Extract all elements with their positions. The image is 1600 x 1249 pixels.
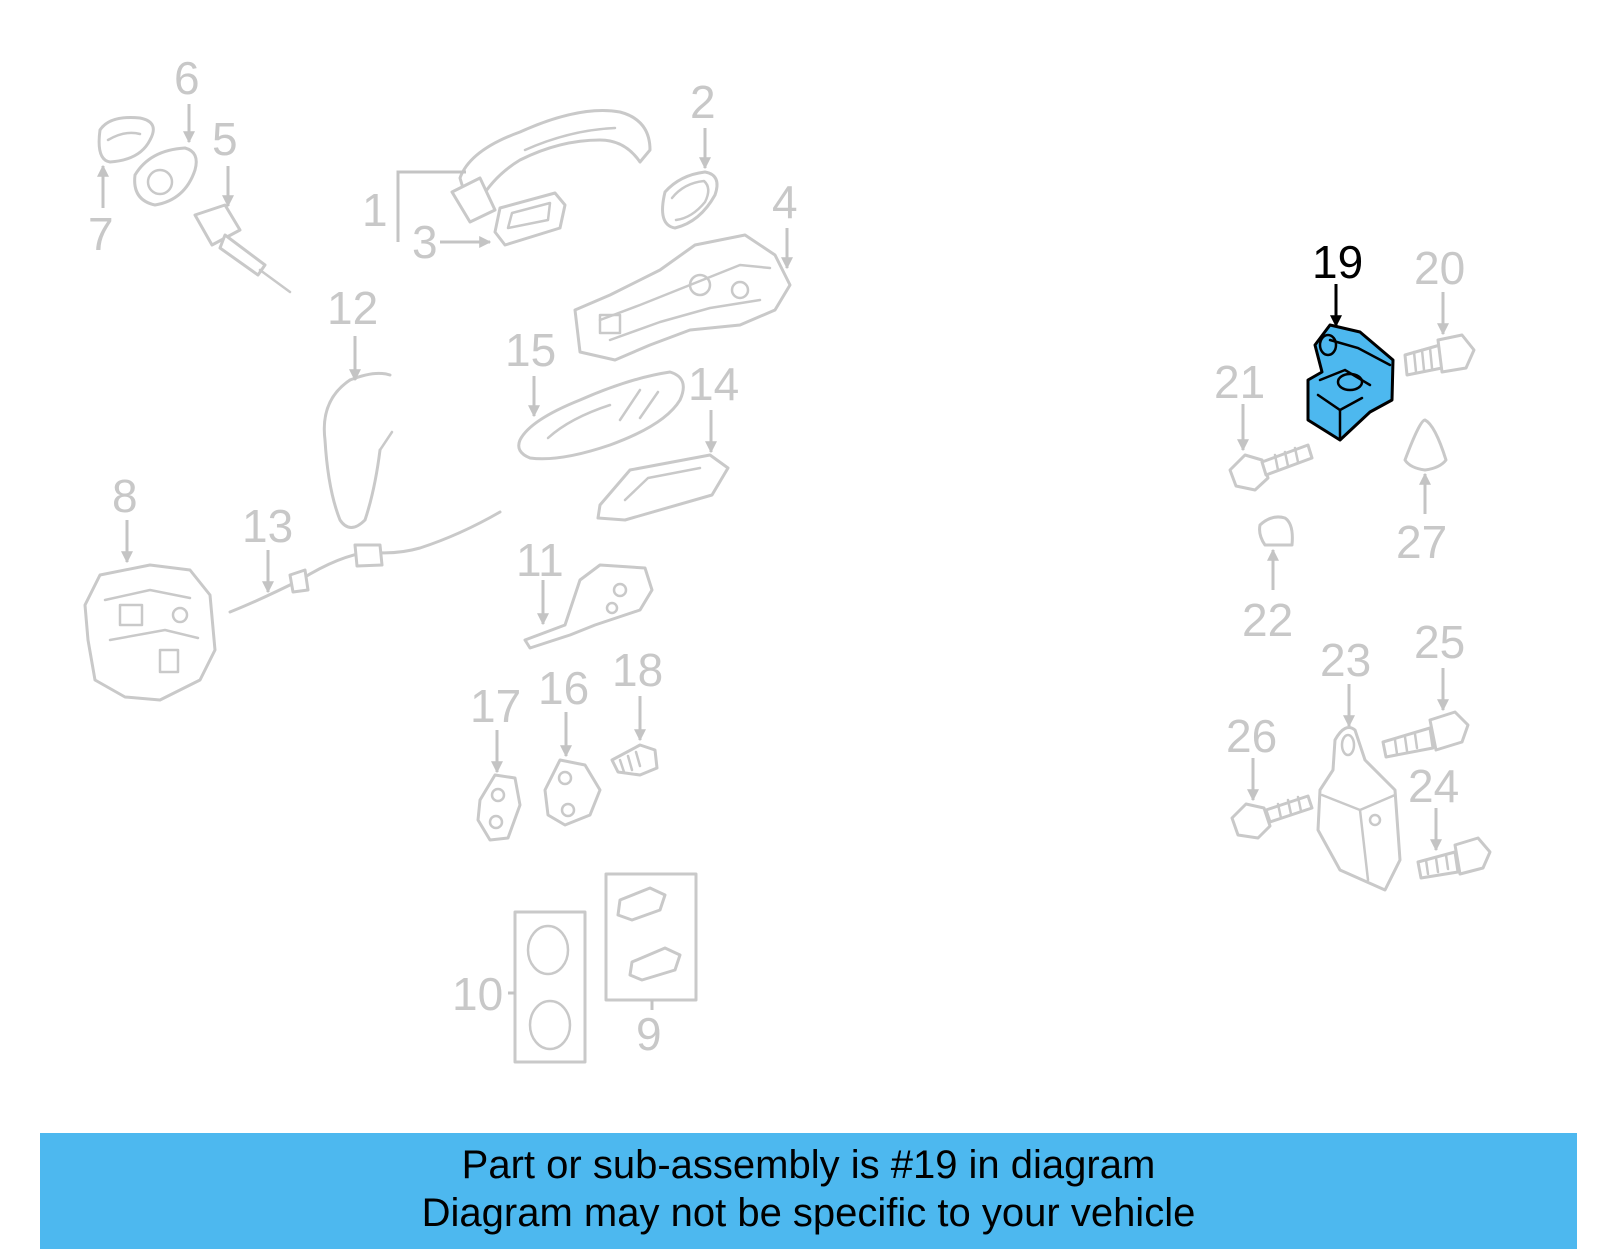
part-13-cable — [228, 510, 502, 614]
part-22-plug — [1258, 515, 1294, 547]
banner-line-2: Diagram may not be specific to your vehi… — [421, 1191, 1196, 1235]
label-part-13: 13 — [242, 500, 293, 552]
label-part-26: 26 — [1226, 710, 1277, 762]
label-part-5: 5 — [212, 113, 238, 165]
label-part-18: 18 — [612, 644, 663, 696]
label-part-3: 3 — [412, 216, 438, 268]
label-part-9: 9 — [636, 1008, 662, 1060]
part-11-bracket — [523, 563, 654, 650]
part-2-gasket — [661, 170, 719, 230]
part-6-handle-cover — [133, 146, 198, 207]
part-21-bolt — [1228, 443, 1314, 492]
label-part-27: 27 — [1396, 516, 1447, 568]
label-part-22: 22 — [1242, 594, 1293, 646]
label-part-12: 12 — [327, 282, 378, 334]
label-part-14: 14 — [688, 358, 739, 410]
label-part-20: 20 — [1414, 242, 1465, 294]
label-part-8: 8 — [112, 470, 138, 522]
part-25-bolt — [1381, 710, 1470, 759]
label-part-7: 7 — [88, 208, 114, 260]
label-part-4: 4 — [772, 176, 798, 228]
label-part-17: 17 — [470, 680, 521, 732]
part-27-cap — [1403, 418, 1448, 472]
part-5-lock-cylinder — [193, 203, 292, 294]
part-4-handle-frame — [573, 233, 792, 362]
label-part-6: 6 — [174, 52, 200, 104]
part-14-inner-handle — [596, 453, 730, 522]
part-10-kit — [508, 910, 587, 1064]
part-3-handle-gasket — [493, 191, 567, 247]
label-part-25: 25 — [1414, 616, 1465, 668]
label-part-15: 15 — [505, 324, 556, 376]
label-part-21: 21 — [1214, 356, 1265, 408]
part-26-bolt — [1230, 794, 1314, 840]
label-part-23: 23 — [1320, 634, 1371, 686]
part-7-cap — [97, 116, 155, 164]
part-20-bolt — [1403, 333, 1476, 377]
part-24-bolt — [1416, 836, 1492, 880]
label-part-2: 2 — [690, 76, 716, 128]
banner-line-1: Part or sub-assembly is #19 in diagram — [461, 1143, 1156, 1187]
part-9-kit — [604, 872, 698, 1010]
part-8-latch — [83, 563, 217, 702]
label-part-11: 11 — [516, 534, 564, 586]
part-19-door-check-highlighted[interactable] — [1306, 323, 1395, 442]
info-banner: Part or sub-assembly is #19 in diagram D… — [40, 1133, 1577, 1249]
label-part-19: 19 — [1312, 236, 1363, 288]
part-12-cable — [322, 371, 394, 529]
part-15-inner-bezel — [517, 370, 685, 461]
label-part-10: 10 — [452, 968, 503, 1020]
part-18-bolt — [610, 743, 659, 777]
leader-arrows — [97, 104, 1449, 852]
label-part-1: 1 — [362, 184, 388, 236]
callout-labels: 1 2 3 4 5 6 7 8 9 10 11 12 13 14 15 16 1… — [88, 52, 1465, 1060]
part-17-plate — [476, 773, 522, 842]
label-part-24: 24 — [1408, 760, 1459, 812]
part-23-hinge — [1316, 726, 1402, 892]
label-part-16: 16 — [538, 662, 589, 714]
part-16-striker — [543, 758, 602, 827]
part-1-outer-handle — [450, 109, 652, 224]
